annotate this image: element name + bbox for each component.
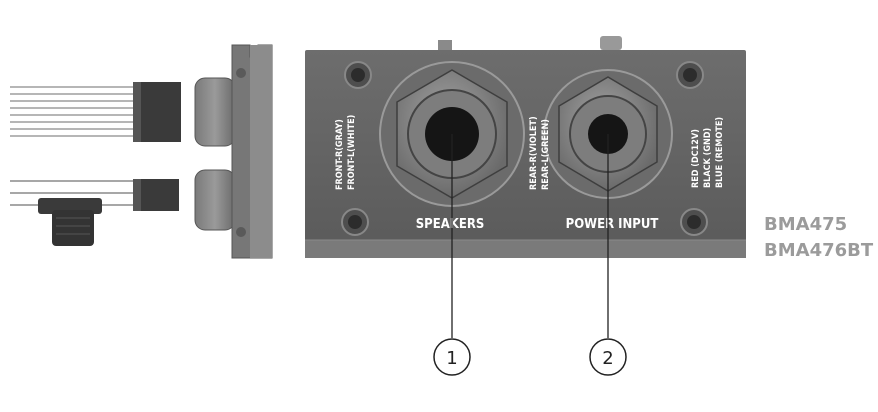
rear-left-wire-label: REAR-L(GREEN) [541,119,551,190]
speakers-label: SPEAKERS [416,217,485,232]
front-right-wire-label: FRONT-R(GRAY) [335,119,345,190]
rear-right-wire-label: REAR-R(VIOLET) [529,116,539,190]
unit-side-view [194,44,273,259]
unit-front-panel: FRONT-R(GRAY) FRONT-L(WHITE) REAR-R(VIOL… [305,36,746,258]
callout-number-2: 2 [602,348,613,369]
blue-wire-label: BLUE (REMOTE) [715,117,725,188]
screw-bottom-right [680,208,708,236]
screw-top-left [344,61,372,89]
black-wire-label: BLACK (GND) [703,128,713,188]
callout-2: 2 [589,338,627,376]
screw-top-right [676,61,704,89]
fuse-holder [38,198,102,246]
speaker-wire-harness [10,82,181,142]
callout-number-1: 1 [446,348,457,369]
screw-bottom-left [341,208,369,236]
power-input-label: POWER INPUT [566,217,659,232]
power-wire-harness [10,179,179,246]
callout-1: 1 [433,338,471,376]
red-wire-label: RED (DC12V) [691,129,701,188]
model-name-1: BMA475 [764,214,847,235]
model-name-2: BMA476BT [764,240,874,261]
front-left-wire-label: FRONT-L(WHITE) [347,115,357,190]
